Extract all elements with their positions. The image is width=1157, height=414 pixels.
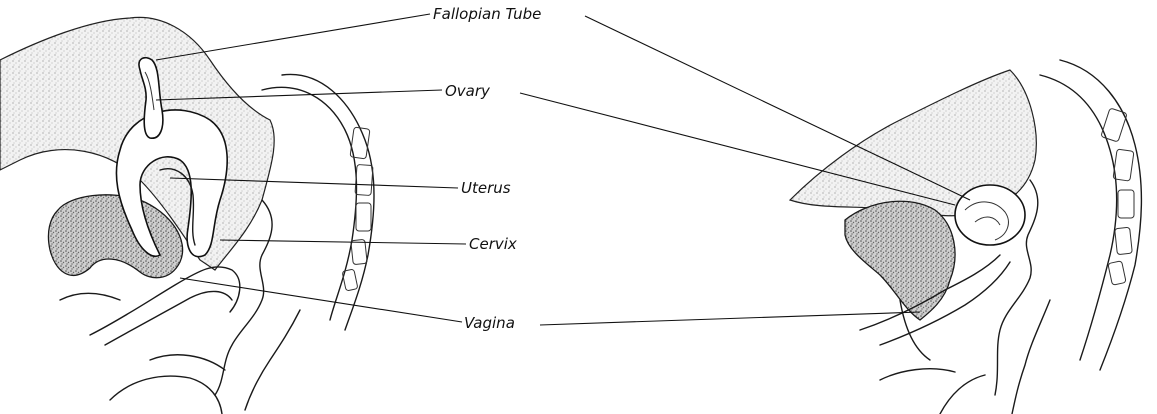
uterus-label: Uterus <box>461 179 511 197</box>
labels: Fallopian Tube Ovary Uterus Cervix Vagin… <box>433 5 541 332</box>
left-anatomy-figure <box>0 17 374 414</box>
cervix-leader <box>220 240 466 244</box>
vagina-leader-left <box>180 278 462 322</box>
left-bladder-mass <box>48 195 182 278</box>
vagina-leader-right <box>540 312 920 325</box>
cervix-label: Cervix <box>469 235 517 253</box>
vagina-label: Vagina <box>464 314 515 332</box>
left-vagina-outline <box>90 267 240 335</box>
right-ovary-shape <box>955 185 1025 245</box>
fallopian-tube-label: Fallopian Tube <box>433 5 541 23</box>
left-spine-outline <box>262 87 356 320</box>
right-spine-outline <box>1040 75 1117 360</box>
ovary-label: Ovary <box>445 82 491 100</box>
fallopian-tube-leader-right <box>585 16 970 200</box>
right-anatomy-figure <box>790 60 1141 414</box>
fallopian-tube-leader-left <box>156 14 430 60</box>
